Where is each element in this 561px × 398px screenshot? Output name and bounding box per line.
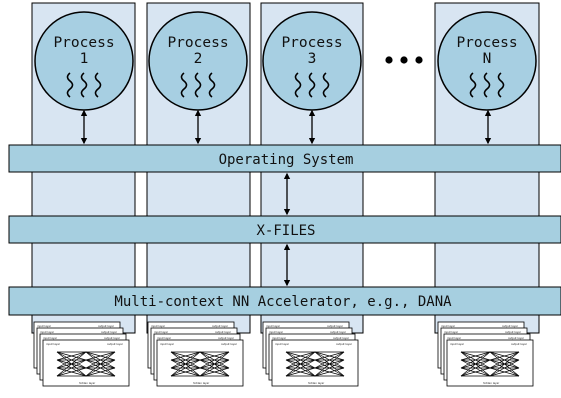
output-layer-label: output layer (107, 342, 124, 346)
input-layer-label: input layer (441, 324, 456, 328)
process-node-3: Process 3 (262, 11, 362, 111)
input-layer-label: input layer (266, 324, 281, 328)
process-node-1: Process 1 (34, 11, 134, 111)
input-layer-label: input layer (447, 336, 462, 340)
output-layer-label: output layer (505, 330, 522, 334)
output-layer-label: output layer (333, 336, 350, 340)
output-layer-label: output layer (336, 342, 353, 346)
output-layer-label: output layer (218, 336, 235, 340)
network-card: input layer output layer hidden layer (271, 339, 359, 387)
input-layer-label: input layer (40, 330, 55, 334)
input-layer-label: input layer (151, 324, 166, 328)
input-layer-label: input layer (450, 342, 465, 346)
network-card: input layer output layer hidden layer (446, 339, 534, 387)
hidden-layer-label: hidden layer (308, 381, 325, 385)
network-edges (56, 351, 116, 377)
process-id-3: 3 (308, 51, 317, 67)
input-layer-label: input layer (157, 336, 172, 340)
process-title-2: Process (167, 35, 228, 51)
network-edges (170, 351, 230, 377)
accelerator-label: Multi-context NN Accelerator, e.g., DANA (114, 294, 452, 310)
accelerator-layer: Multi-context NN Accelerator, e.g., DANA (8, 286, 561, 316)
hidden-layer-label: hidden layer (193, 381, 210, 385)
operating-system-label: Operating System (219, 152, 354, 168)
network-card: input layer output layer hidden layer (42, 339, 130, 387)
hidden-layer-label: hidden layer (483, 381, 500, 385)
network-stack-2: input layer output layer input layer output… (147, 321, 244, 387)
process-title-n: Process (456, 35, 517, 51)
input-layer-label: input layer (272, 336, 287, 340)
thread-squiggle-icon (180, 72, 216, 98)
thread-squiggle-icon (294, 72, 330, 98)
thread-squiggle-icon (66, 72, 102, 98)
output-layer-label: output layer (104, 336, 121, 340)
input-layer-label: input layer (275, 342, 290, 346)
ellipsis-dots (385, 56, 423, 64)
process-id-n: N (483, 51, 492, 67)
input-layer-label: input layer (269, 330, 284, 334)
input-layer-label: input layer (37, 324, 52, 328)
input-layer-label: input layer (43, 336, 58, 340)
process-node-2: Process 2 (148, 11, 248, 111)
output-layer-label: output layer (502, 324, 519, 328)
network-stack-1: input layer output layer input layer output… (33, 321, 130, 387)
xfiles-layer: X-FILES (8, 215, 561, 244)
thread-squiggle-icon (469, 72, 505, 98)
output-layer-label: output layer (330, 330, 347, 334)
input-layer-label: input layer (154, 330, 169, 334)
process-title-3: Process (281, 35, 342, 51)
network-stack-3: input layer output layer input layer output… (262, 321, 359, 387)
output-layer-label: output layer (327, 324, 344, 328)
network-edges (460, 351, 520, 377)
input-layer-label: input layer (46, 342, 61, 346)
network-card: input layer output layer hidden layer (156, 339, 244, 387)
input-layer-label: input layer (444, 330, 459, 334)
output-layer-label: output layer (221, 342, 238, 346)
process-id-1: 1 (80, 51, 89, 67)
network-stack-n: input layer output layer input layer output… (437, 321, 534, 387)
hidden-layer-label: hidden layer (79, 381, 96, 385)
input-layer-label: input layer (160, 342, 175, 346)
output-layer-label: output layer (98, 324, 115, 328)
process-node-n: Process N (437, 11, 537, 111)
output-layer-label: output layer (212, 324, 229, 328)
operating-system-layer: Operating System (8, 144, 561, 173)
process-title-1: Process (53, 35, 114, 51)
output-layer-label: output layer (508, 336, 525, 340)
output-layer-label: output layer (511, 342, 528, 346)
xfiles-label: X-FILES (256, 223, 315, 239)
process-id-2: 2 (194, 51, 203, 67)
output-layer-label: output layer (101, 330, 118, 334)
output-layer-label: output layer (215, 330, 232, 334)
network-edges (285, 351, 345, 377)
